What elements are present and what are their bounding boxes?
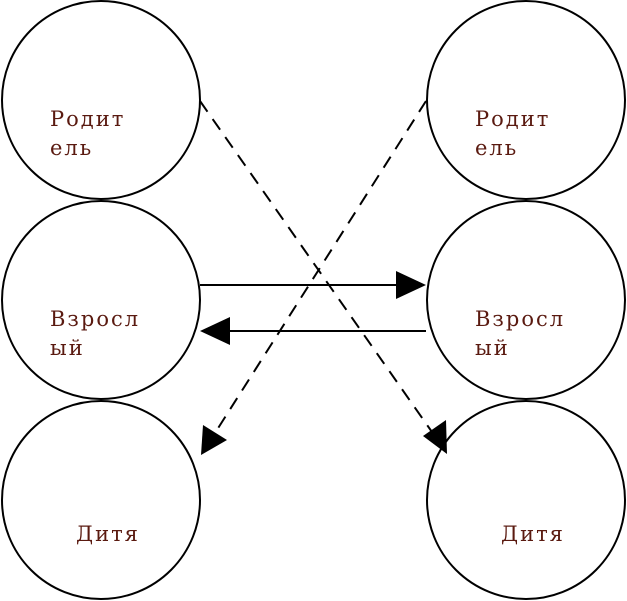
left-child-node: Дитя — [1, 400, 201, 600]
left-parent-circle — [1, 0, 201, 200]
left-parent-label-line2: ель — [50, 136, 93, 160]
right-parent-label-line1: Родит — [475, 107, 550, 131]
right-child-node: Дитя — [426, 400, 626, 600]
right-adult-node: Взросл ый — [426, 200, 626, 400]
adult-to-adult-arrowhead — [396, 271, 426, 299]
parent-to-child-dashed-arrow — [199, 100, 447, 454]
right-adult-circle — [426, 200, 626, 400]
right-adult-label-line1: Взросл — [475, 307, 565, 331]
right-parent-node: Родит ель — [426, 0, 626, 200]
right-parent-label-line2: ель — [475, 136, 518, 160]
right-child-circle — [426, 400, 626, 600]
left-child-circle — [1, 400, 201, 600]
parent-back-to-child-arrowhead — [201, 425, 227, 455]
left-person: Родит ель Взросл ый Дитя — [1, 0, 201, 600]
adult-back-to-adult-arrowhead — [200, 317, 230, 345]
adult-to-adult-arrow — [200, 271, 426, 299]
parent-back-to-child-dashed-arrow — [201, 100, 427, 455]
left-adult-label-line1: Взросл — [50, 307, 140, 331]
adult-back-to-adult-arrow — [200, 317, 426, 345]
left-parent-label-line1: Родит — [50, 107, 125, 131]
left-adult-node: Взросл ый — [1, 200, 201, 400]
right-person: Родит ель Взросл ый Дитя — [426, 0, 626, 600]
right-child-label: Дитя — [501, 522, 565, 546]
left-parent-node: Родит ель — [1, 0, 201, 200]
right-parent-circle — [426, 0, 626, 200]
left-adult-circle — [1, 200, 201, 400]
parent-to-child-dashed-line — [199, 100, 433, 433]
left-adult-label-line2: ый — [50, 336, 85, 360]
parent-to-child-arrowhead — [423, 420, 447, 454]
left-child-label: Дитя — [76, 522, 140, 546]
right-adult-label-line2: ый — [475, 336, 510, 360]
parent-back-to-child-dashed-line — [214, 100, 427, 434]
